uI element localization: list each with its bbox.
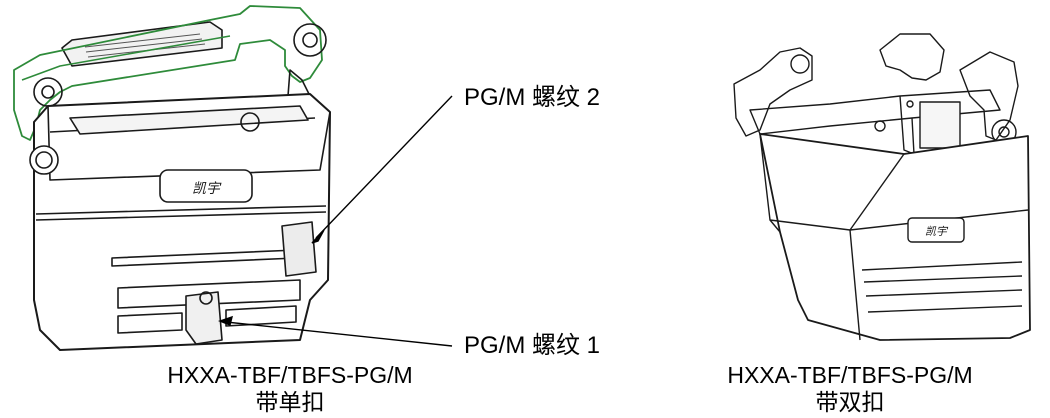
leader-line-thread-2 — [315, 95, 453, 239]
product-variant-left: 带单扣 — [255, 390, 325, 416]
arrowhead-thread-2 — [311, 229, 325, 244]
leader-line-thread-1 — [225, 321, 453, 347]
product-variant-right: 带双扣 — [815, 390, 885, 416]
logo-text-right: 凯宇 — [925, 225, 949, 238]
callout-thread-2: PG/M 螺纹 2 — [464, 84, 601, 111]
product-model-left: HXXA-TBF/TBFS-PG/M — [167, 362, 413, 388]
hood-single-latch-illustration: 凯宇 — [13, 5, 331, 351]
product-model-right: HXXA-TBF/TBFS-PG/M — [727, 362, 973, 388]
arrowhead-thread-1 — [217, 315, 233, 326]
callout-thread-1: PG/M 螺纹 1 — [464, 332, 601, 359]
leader-lines — [217, 95, 453, 347]
hood-double-latch-illustration: 凯宇 — [733, 33, 1031, 341]
logo-text-left: 凯宇 — [192, 181, 222, 197]
